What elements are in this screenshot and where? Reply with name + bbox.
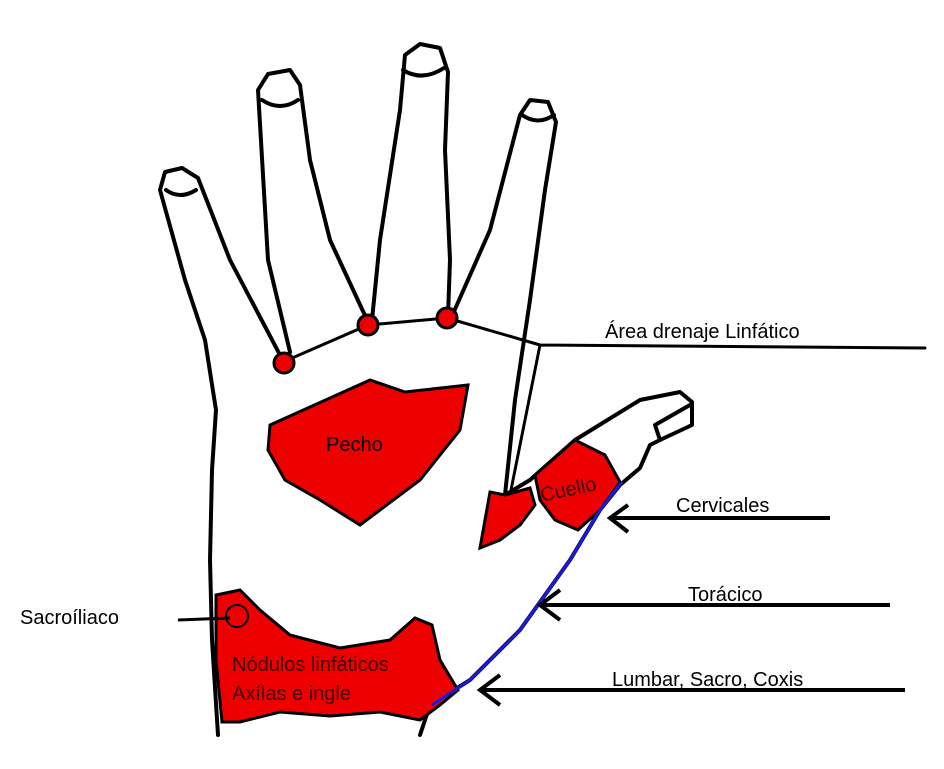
cervical-arrow	[606, 503, 830, 534]
thoracic-label: Torácico	[688, 584, 763, 606]
knuckle-point	[356, 313, 380, 337]
chest-zone	[266, 378, 470, 527]
sacroiliac-label: Sacroíliaco	[20, 607, 119, 629]
lymph-nodes-label-2: Axílas e ingle	[232, 683, 351, 705]
lymph-drainage-label: Área drenaje Linfático	[605, 321, 800, 343]
hand-outline	[158, 42, 694, 737]
knuckle-point	[435, 306, 459, 330]
index-base-zone	[478, 486, 537, 551]
lymph-nodes-zone	[214, 588, 460, 724]
lumbar-label: Lumbar, Sacro, Coxis	[612, 669, 804, 691]
spine-line	[431, 481, 624, 707]
lumbar-arrow	[476, 673, 905, 707]
thoracic-arrow	[536, 588, 890, 622]
sacroiliac-pointer	[177, 616, 231, 622]
cervical-label: Cervicales	[676, 495, 770, 517]
lymph-nodes-label-1: Nódulos linfáticos	[232, 654, 389, 676]
sacroiliac-point	[225, 604, 249, 628]
nail	[164, 66, 692, 442]
chest-label: Pecho	[326, 434, 383, 456]
knuckle-point	[272, 351, 296, 375]
